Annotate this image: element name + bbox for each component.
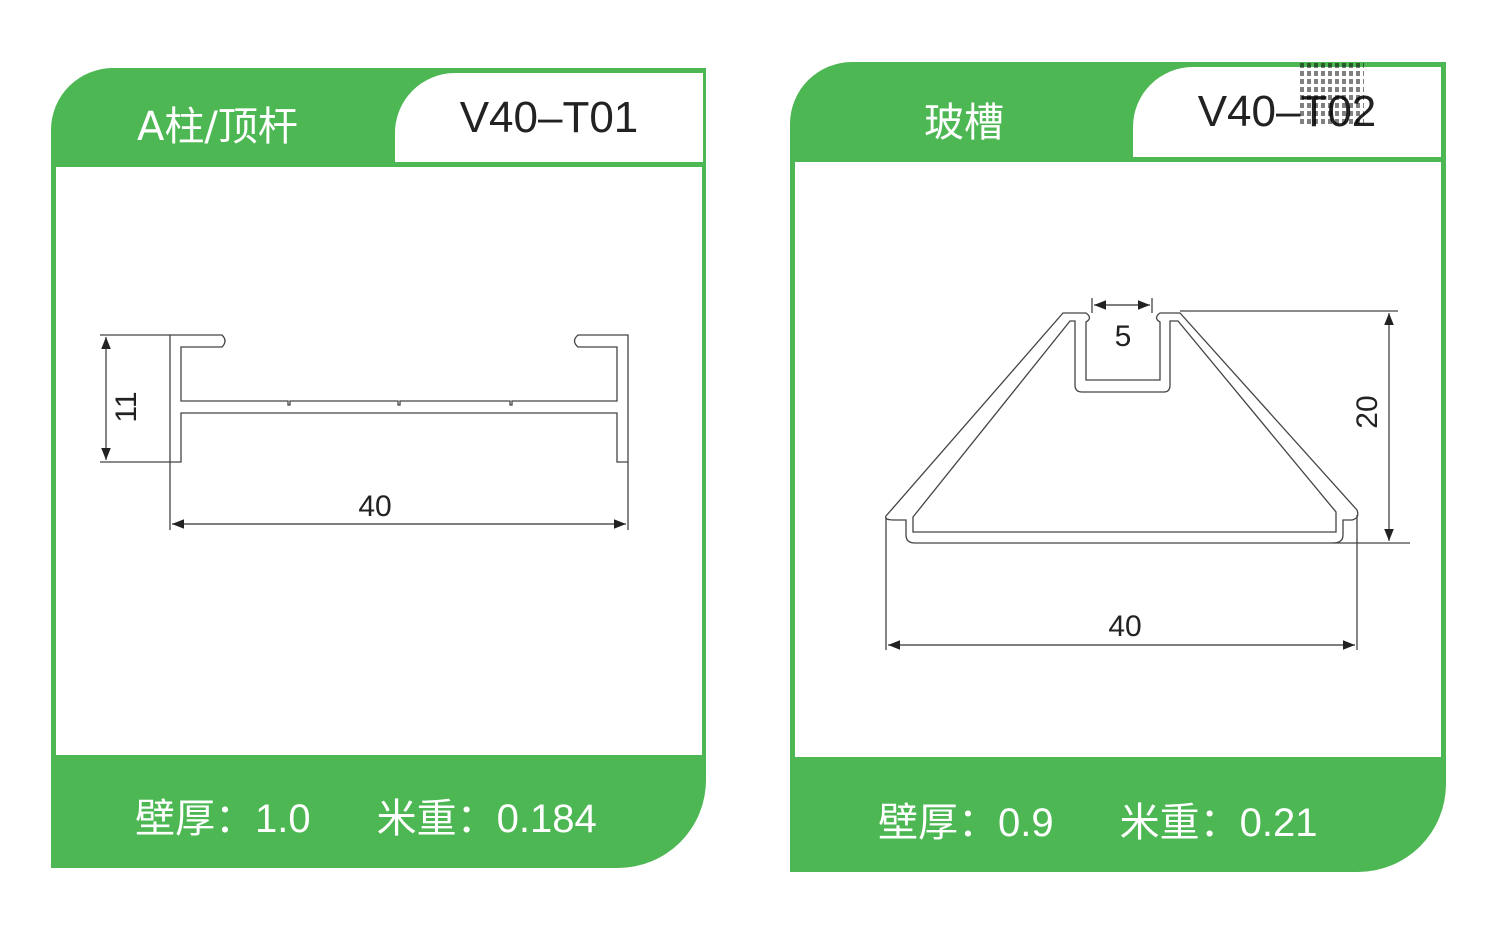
width-label: 40 (358, 490, 391, 523)
height-label: 20 (1351, 395, 1384, 428)
drawing-area (56, 167, 702, 755)
slot-label: 5 (1115, 320, 1132, 353)
meter-weight-label: 米重： (1119, 801, 1240, 845)
profile-t01-outline (100, 334, 629, 530)
qr-code-icon (1300, 60, 1364, 124)
dimension-lines-t01 (101, 337, 626, 529)
width-label: 40 (1108, 610, 1141, 643)
meter-weight-label: 米重： (376, 797, 497, 841)
profile-card-v40-t02: 玻槽 V40–T02 壁厚：0.9 米重：0.21 (790, 62, 1446, 872)
profile-t02-outline (885, 298, 1410, 650)
wall-thickness-label: 壁厚： (878, 801, 998, 845)
wall-thickness-value: 0.9 (998, 801, 1054, 845)
wall-thickness-label: 壁厚： (135, 797, 255, 841)
profile-code: V40–T02 (1133, 67, 1441, 157)
meter-weight-value: 0.184 (496, 797, 597, 841)
profile-card-v40-t01: A柱/顶杆 V40–T01 壁厚：1.0 米重：0.184 (51, 68, 706, 868)
height-label: 11 (110, 391, 143, 422)
dimension-lines-t02 (888, 300, 1394, 650)
meter-weight-value: 0.21 (1239, 801, 1318, 845)
profile-name: 玻槽 (924, 100, 1004, 146)
profile-specs: 壁厚：1.0 米重：0.184 (135, 786, 597, 844)
profile-specs: 壁厚：0.9 米重：0.21 (878, 790, 1317, 848)
profile-code: V40–T01 (395, 73, 703, 162)
profile-name: A柱/顶杆 (137, 104, 298, 150)
drawing-area (795, 162, 1441, 757)
wall-thickness-value: 1.0 (255, 797, 311, 841)
